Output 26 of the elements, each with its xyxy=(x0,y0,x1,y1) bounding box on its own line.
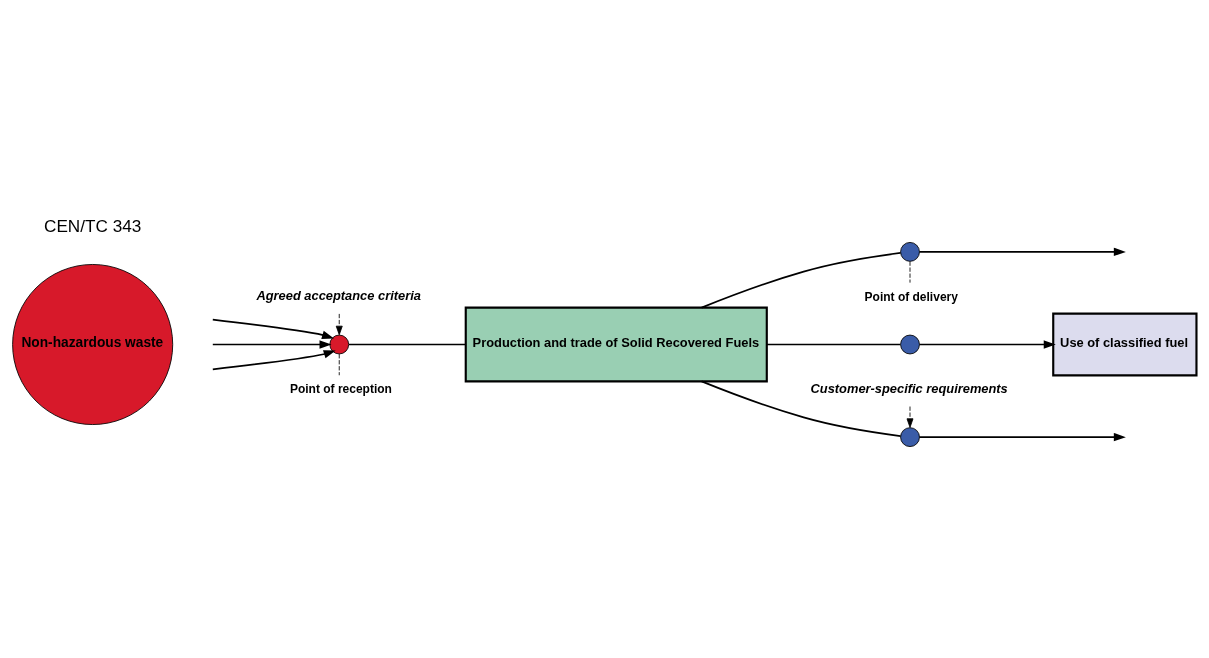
connector xyxy=(348,343,467,345)
arrow xyxy=(906,405,914,428)
connector xyxy=(700,251,902,308)
node-box: Production and trade of Solid Recovered Fuels xyxy=(464,306,768,382)
node-text: Customer-specific requirements xyxy=(810,380,1008,396)
connector xyxy=(766,343,902,345)
node-box: Use of classified fuel xyxy=(1052,312,1198,376)
arrow xyxy=(335,312,343,335)
arrow xyxy=(211,339,332,349)
connector xyxy=(700,380,902,437)
arrow xyxy=(918,339,1056,349)
arrow xyxy=(918,432,1126,441)
arrow xyxy=(918,247,1126,256)
node-circle: Non-hazardous waste xyxy=(12,263,174,425)
node-text: Agreed acceptance criteria xyxy=(256,287,421,303)
connector xyxy=(909,260,911,283)
connector xyxy=(338,353,340,376)
label: CEN/TC 343 xyxy=(44,215,142,236)
node-text: Point of delivery xyxy=(864,289,958,304)
arrow xyxy=(211,318,335,339)
node-circle xyxy=(900,426,920,447)
node-text: Point of reception xyxy=(289,381,392,396)
node-circle xyxy=(900,334,920,354)
node-circle xyxy=(329,334,350,354)
node-circle xyxy=(900,241,920,262)
arrow xyxy=(211,349,336,370)
